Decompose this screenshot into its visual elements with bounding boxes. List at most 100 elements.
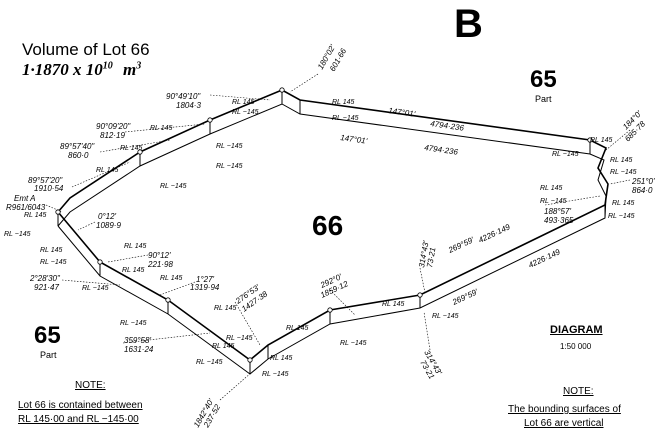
b7-distance: 921·47	[34, 283, 59, 292]
corner-marker	[97, 259, 103, 265]
lot-65-bottom-left: 65	[34, 322, 61, 349]
rl-neg-label: RL −145	[4, 231, 31, 238]
b5-distance: 1089·9	[96, 221, 121, 230]
upper-boundary	[57, 89, 609, 362]
corner-marker	[327, 307, 333, 313]
b14-distance: 493·365	[544, 216, 574, 225]
note-left-line1: Lot 66 is contained between	[18, 400, 143, 411]
corner-marker	[55, 209, 61, 215]
rl-pos-label: RL 145	[40, 247, 63, 254]
vertical-edges	[57, 90, 606, 374]
b1-bearing: 90°49'10"	[166, 92, 201, 101]
rl-pos-label: RL 145	[332, 99, 355, 106]
corner-marker	[207, 117, 213, 123]
rl-neg-label: RL −145	[540, 198, 567, 205]
lot-66-center: 66	[312, 210, 344, 241]
b13-bearing: 269°59'	[446, 235, 476, 255]
rl-pos-label: RL 145	[612, 200, 635, 207]
corner-markers	[55, 87, 593, 363]
rl-pos-label: RL 145	[540, 185, 563, 192]
b2-distance: 812·19	[100, 131, 125, 140]
annotations: 180°02' 601·66 90°49'10" 1804·3 90°09'20…	[6, 43, 655, 430]
b8-bearing: 1°27'	[196, 275, 215, 284]
rl-neg-label: RL −145	[432, 313, 459, 320]
rl-labels: RL 145 RL −145 RL 145 RL −145 RL 145 RL …	[4, 99, 637, 378]
note-right-line1: The bounding surfaces of	[508, 404, 621, 415]
b16-bearing: 251°0'	[631, 177, 655, 186]
rl-pos-label: RL 145	[590, 137, 613, 144]
volume-unit-exp: 3	[136, 60, 142, 72]
rl-neg-label: RL −145	[262, 371, 289, 378]
corner-marker	[165, 297, 171, 303]
b6-bearing: 90°12'	[148, 251, 171, 260]
rl-pos-label: RL 145	[286, 325, 309, 332]
top-edge-bearing-b: 147°01'	[340, 133, 368, 146]
corner-marker	[279, 87, 285, 93]
b5-bearing: 0°12'	[98, 212, 117, 221]
volume-unit: m	[123, 60, 137, 79]
lot-65-top-right-part: Part	[535, 94, 552, 104]
lot-65-bottom-left-part: Part	[40, 350, 57, 360]
b9-distance: 1631·24	[124, 345, 154, 354]
corner-marker	[137, 149, 143, 155]
b3-bearing: 89°57'40"	[60, 142, 95, 151]
b13b-bearing: 269°59'	[450, 287, 480, 307]
rl-neg-label: RL −145	[216, 163, 243, 170]
lot-65-top-right: 65	[530, 66, 557, 93]
b4-distance: 1910·54	[34, 184, 64, 193]
b14-bearing: 188°57'	[544, 207, 571, 216]
b7-bearing: 2°28'30"	[29, 274, 61, 283]
volume-value: 1·1870 x 1010 m3	[22, 60, 141, 80]
b2-bearing: 90°09'20"	[96, 122, 131, 131]
corner-marker	[247, 357, 253, 363]
b16-distance: 864·0	[632, 186, 653, 195]
b6-distance: 221·98	[147, 260, 173, 269]
rl-neg-label: RL −145	[196, 359, 223, 366]
top-edge-bearing: 147°01'	[388, 106, 416, 119]
note-left-heading: NOTE:	[75, 380, 106, 391]
rl-pos-label: RL 145	[214, 305, 237, 312]
rl-pos-label: RL 145	[24, 212, 47, 219]
corner-marker	[587, 137, 593, 143]
rl-neg-label: RL −145	[226, 335, 253, 342]
emt-label: Emt A	[14, 194, 35, 203]
b1-distance: 1804·3	[176, 101, 201, 110]
diagram-label: DIAGRAM	[550, 324, 603, 336]
rl-neg-label: RL −145	[216, 143, 243, 150]
volume-mantissa: 1·1870 x 10	[22, 60, 103, 79]
top-edge-distance: 4794·236	[430, 119, 465, 133]
rl-pos-label: RL 145	[270, 355, 293, 362]
emt-value: R961/6043	[6, 203, 46, 212]
rl-neg-label: RL −145	[160, 183, 187, 190]
note-right-line2: Lot 66 are vertical	[524, 418, 604, 429]
rl-pos-label: RL 145	[96, 167, 119, 174]
rl-pos-label: RL 145	[610, 157, 633, 164]
rl-neg-label: RL −145	[552, 151, 579, 158]
top-edge-distance-b: 4794·236	[424, 143, 459, 157]
b12-distance: 73·21	[425, 247, 437, 269]
b3-distance: 860·0	[68, 151, 89, 160]
corner-marker	[417, 292, 423, 298]
note-right-heading: NOTE:	[563, 386, 594, 397]
rl-neg-label: RL −145	[82, 285, 109, 292]
b13b-distance: 4226·149	[527, 247, 562, 270]
volume-title: Volume of Lot 66	[22, 40, 150, 59]
b9-bearing: 359°58'	[124, 336, 151, 345]
rl-neg-label: RL −145	[610, 169, 637, 176]
rl-pos-label: RL 145	[150, 125, 173, 132]
corner-letter: B	[454, 2, 483, 46]
b13-distance: 4226·149	[477, 222, 512, 245]
rl-neg-label: RL −145	[608, 213, 635, 220]
rl-neg-label: RL −145	[120, 320, 147, 327]
volume-exponent: 10	[102, 60, 113, 72]
rl-pos-label: RL 145	[160, 275, 183, 282]
rl-pos-label: RL 145	[382, 301, 405, 308]
rl-pos-label: RL 145	[124, 243, 147, 250]
rl-neg-label: RL −145	[232, 109, 259, 116]
boundary-lines	[57, 89, 609, 375]
lower-boundary	[57, 103, 607, 375]
rl-pos-label: RL 145	[122, 267, 145, 274]
rl-pos-label: RL 145	[232, 99, 255, 106]
rl-pos-label: RL 145	[212, 343, 235, 350]
